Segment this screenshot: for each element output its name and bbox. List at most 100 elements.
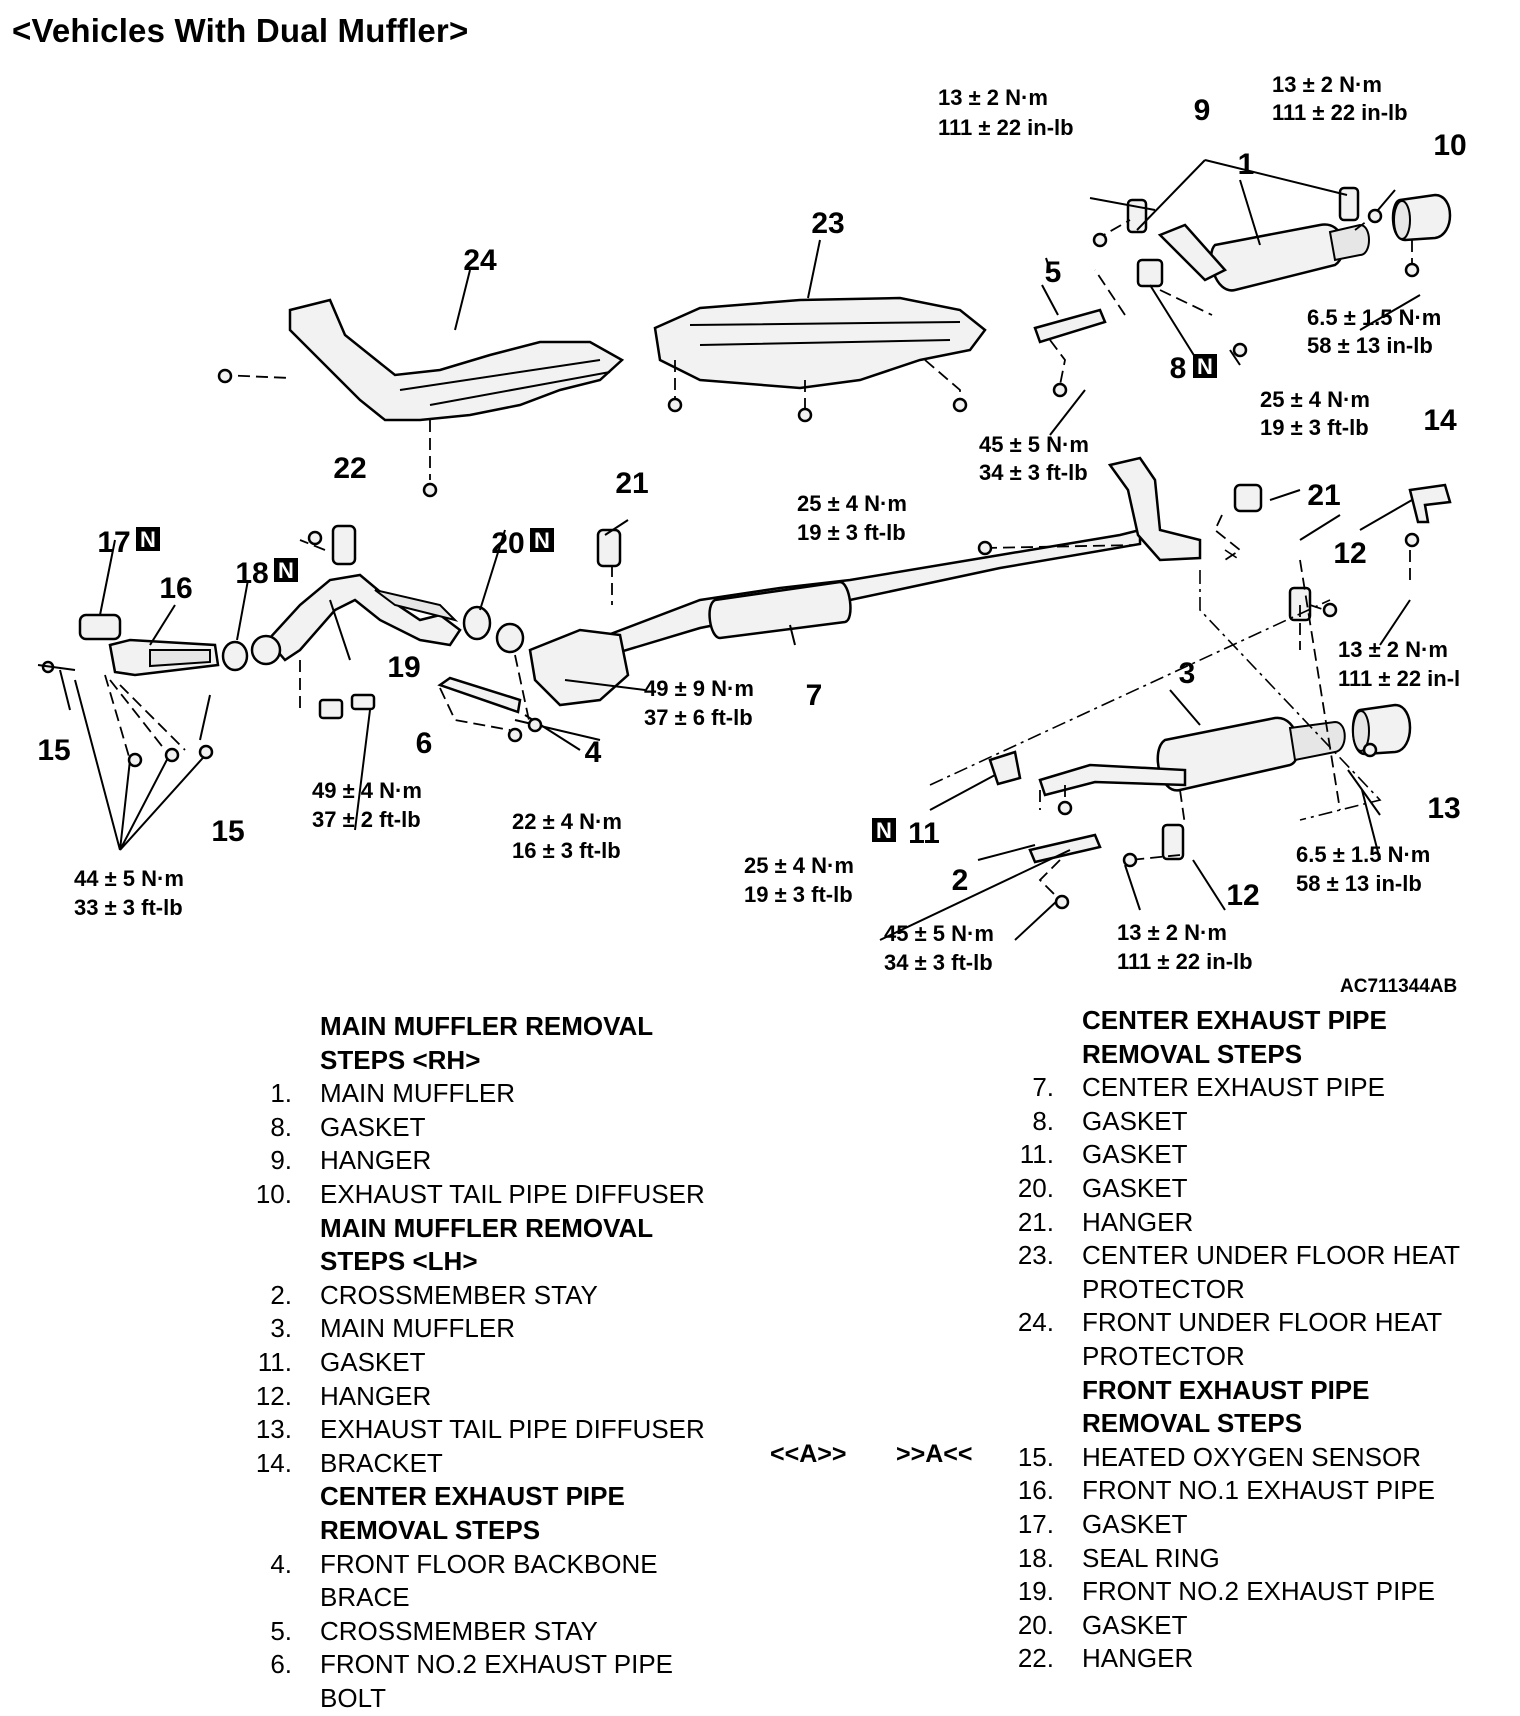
step-item: 13.EXHAUST TAIL PIPE DIFFUSER [230,1413,750,1447]
n-mark-18-label: N [278,558,294,583]
step-number: 16. [1017,1475,1054,1506]
step-item: 17.GASKET [984,1508,1504,1542]
step-text: EXHAUST TAIL PIPE DIFFUSER [320,1178,705,1209]
n-mark-20 [530,528,554,552]
step-number: 5. [270,1615,292,1646]
steps-header-text: CENTER EXHAUST PIPE REMOVAL STEPS [1082,1005,1387,1069]
n-mark-18 [274,558,298,582]
marker-right: >>A<< [896,1440,973,1468]
step-item: 15. HEATED OXYGEN SENSOR [984,1441,1504,1475]
torque-11-nm: 25 ± 4 N·m [744,853,854,878]
callout-2: 2 [952,864,969,897]
steps-header: MAIN MUFFLER REMOVAL STEPS <RH> [230,1010,750,1077]
steps-header: CENTER EXHAUST PIPE REMOVAL STEPS [984,1004,1504,1071]
callout-12-top: 12 [1333,537,1366,570]
figure-code: AC711344AB [1340,976,1457,997]
step-number: 22. [1017,1643,1054,1674]
torque-9-nm: 13 ± 2 N·m [938,85,1048,110]
step-number: 10. [255,1178,292,1209]
torque-15-nm: 44 ± 5 N·m [74,866,184,891]
step-number: 12. [255,1380,292,1411]
callout-11: 11 [908,817,940,850]
step-number: 8. [270,1111,292,1142]
step-text: MAIN MUFFLER [320,1078,515,1109]
torque-4-nm: 22 ± 4 N·m [512,809,622,834]
torque-14-in: 111 ± 22 in-l [1338,666,1460,691]
callout-8: 8 [1170,352,1187,385]
steps-header: CENTER EXHAUST PIPE REMOVAL STEPS [230,1480,750,1547]
step-text: FRONT NO.1 EXHAUST PIPE [1082,1475,1436,1506]
step-item: 9.HANGER [230,1144,750,1178]
torque-1b-nm: 6.5 ± 1.5 N·m [1307,305,1441,330]
step-text: GASKET [320,1346,426,1377]
step-item: 8.GASKET [984,1105,1504,1139]
step-item: 3.MAIN MUFFLER [230,1312,750,1346]
callout-14: 14 [1423,404,1457,437]
callout-21-left: 21 [615,467,648,500]
torque-21-ft: 19 ± 3 ft-lb [797,520,906,545]
center-exhaust-pipe [598,528,1142,657]
step-text: FRONT NO.2 EXHAUST PIPE BOLT [320,1649,674,1713]
step-text: HANGER [1082,1643,1194,1674]
callout-4: 4 [585,736,602,769]
torque-20-ft: 37 ± 6 ft-lb [644,705,753,730]
crossmember-stay-5 [1033,308,1107,344]
step-text: CROSSMEMBER STAY [320,1615,598,1646]
n-mark-11-label: N [876,818,892,843]
hanger-12b [1161,823,1185,861]
torque-12-in: 111 ± 22 in-lb [1117,949,1253,974]
main-muffler-lh [1156,716,1300,792]
step-item: 16. FRONT NO.1 EXHAUST PIPE [984,1474,1504,1508]
torque-11-ft: 19 ± 3 ft-lb [744,882,853,907]
step-item: 21.HANGER [984,1206,1504,1240]
torque-6-nm: 49 ± 4 N·m [312,778,422,803]
callout-22: 22 [333,452,366,485]
step-item: 24.FRONT UNDER FLOOR HEAT PROTECTOR [984,1306,1504,1373]
step-text: GASKET [1082,1105,1188,1136]
torque-20-nm: 49 ± 9 N·m [644,676,754,701]
step-item: 22. HANGER [984,1642,1504,1676]
hanger-22 [331,524,357,566]
step-item: 23.CENTER UNDER FLOOR HEAT PROTECTOR [984,1239,1504,1306]
main-muffler-rh [1209,223,1345,292]
backbone-brace-4 [437,676,522,714]
torque-5-ft: 34 ± 3 ft-lb [979,460,1088,485]
torque-13-in: 58 ± 13 in-lb [1296,871,1422,896]
gasket-20b [495,622,525,654]
step-text: MAIN MUFFLER [320,1313,515,1344]
step-text: GASKET [1082,1172,1188,1203]
torque-13-nm: 6.5 ± 1.5 N·m [1296,842,1430,867]
bolt-6 [318,698,344,720]
callout-24: 24 [463,244,497,277]
step-number: 14. [255,1447,292,1478]
step-item: 19.FRONT NO.2 EXHAUST PIPE [984,1575,1504,1609]
removal-steps-left: MAIN MUFFLER REMOVAL STEPS <RH>1.MAIN MU… [230,1010,750,1715]
step-number: 7. [1032,1072,1054,1103]
hanger-9b [1338,186,1360,222]
torque-5-nm: 45 ± 5 N·m [979,432,1089,457]
front-heat-protector [288,298,625,422]
step-number: 11. [257,1346,292,1377]
step-number: 15. [1017,1441,1054,1472]
torque-8-nm: 25 ± 4 N·m [1260,387,1370,412]
seal-ring-18 [221,640,249,672]
callout-18: 18 [235,557,268,590]
callout-3: 3 [1179,657,1196,690]
n-mark-17 [136,527,160,551]
step-item: 20.GASKET [984,1609,1504,1643]
hanger-21b [1233,483,1263,513]
step-item: 12.HANGER [230,1380,750,1414]
step-item: 2.CROSSMEMBER STAY [230,1279,750,1313]
step-item: 10. EXHAUST TAIL PIPE DIFFUSER [230,1178,750,1212]
step-text: HANGER [320,1145,432,1176]
step-number: 6. [270,1649,292,1680]
torque-21-nm: 25 ± 4 N·m [797,491,907,516]
step-number: 21. [1017,1206,1054,1237]
step-number: 20. [1017,1609,1054,1640]
step-item: 7.CENTER EXHAUST PIPE [984,1071,1504,1105]
step-text: HEATED OXYGEN SENSOR [1082,1441,1422,1472]
steps-header: FRONT EXHAUST PIPE REMOVAL STEPS [984,1374,1504,1441]
torque-4-ft: 16 ± 3 ft-lb [512,838,621,863]
step-number: 19. [1017,1576,1054,1607]
torque-10-nm: 13 ± 2 N·m [1272,72,1382,97]
